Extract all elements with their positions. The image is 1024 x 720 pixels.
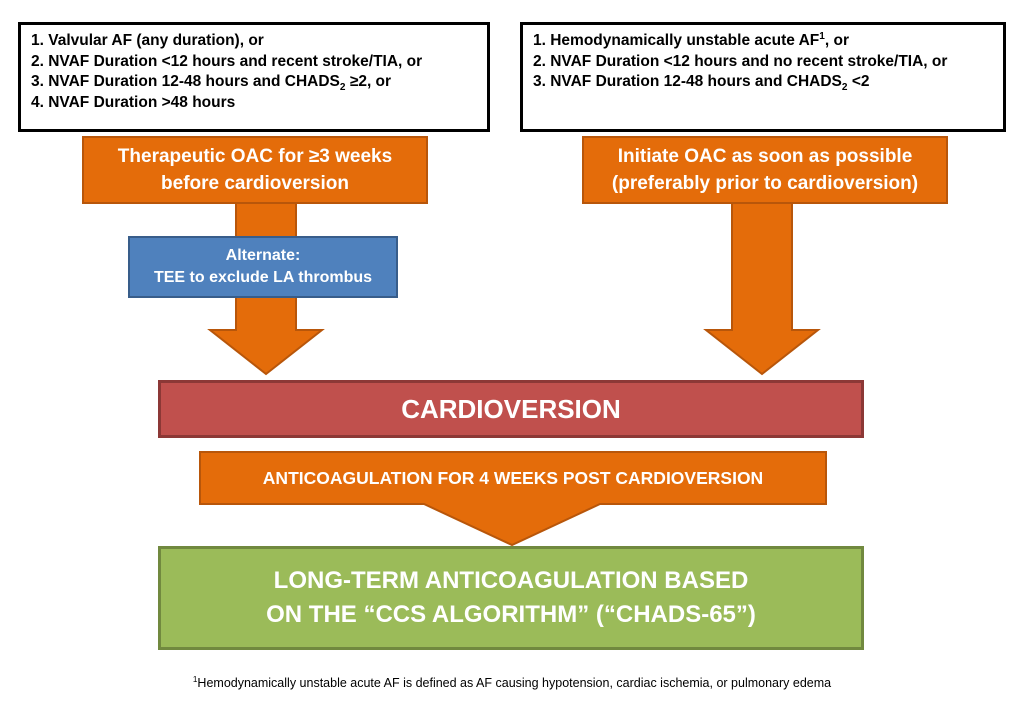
left-criteria-line-3: 3. NVAF Duration 12-48 hours and CHADS2 … <box>31 72 477 93</box>
left-criteria-line-1: 1. Valvular AF (any duration), or <box>31 32 264 49</box>
right-criteria-line-1: 1. Hemodynamically unstable acute AF1, o… <box>533 31 993 52</box>
footnote-text: Hemodynamically unstable acute AF is def… <box>197 676 832 690</box>
post-anticoag-label-area: ANTICOAGULATION FOR 4 WEEKS POST CARDIOV… <box>200 452 826 504</box>
left-chads-subscript: 2 <box>339 82 346 94</box>
left-criteria-line-3-end: ≥2, or <box>345 73 392 90</box>
alternate-line-2: TEE to exclude LA thrombus <box>153 269 373 286</box>
right-criteria-box: 1. Hemodynamically unstable acute AF1, o… <box>520 22 1006 132</box>
footnote: 1Hemodynamically unstable acute AF is de… <box>0 674 1024 690</box>
right-footnote-marker: 1 <box>819 30 825 42</box>
right-criteria-line-1-end: , or <box>824 32 849 49</box>
right-criteria-line-3-text: 3. NVAF Duration 12-48 hours and CHADS <box>533 73 842 90</box>
right-chads-subscript: 2 <box>841 82 848 94</box>
right-criteria-line-3-end: <2 <box>847 73 870 90</box>
left-action-line-2: before cardioversion <box>161 173 349 194</box>
left-criteria-line-3-text: 3. NVAF Duration 12-48 hours and CHADS <box>31 73 340 90</box>
left-action-box: Therapeutic OAC for ≥3 weeks before card… <box>82 136 428 204</box>
right-action-line-1: Initiate OAC as soon as possible <box>617 146 913 167</box>
right-action-box: Initiate OAC as soon as possible (prefer… <box>582 136 948 204</box>
post-anticoag-label: ANTICOAGULATION FOR 4 WEEKS POST CARDIOV… <box>262 467 764 488</box>
left-criteria-line-2: 2. NVAF Duration <12 hours and recent st… <box>31 52 423 70</box>
cardioversion-label: CARDIOVERSION <box>401 393 621 424</box>
left-criteria-box: 1. Valvular AF (any duration), or 2. NVA… <box>18 22 490 132</box>
cardioversion-box: CARDIOVERSION <box>158 380 864 438</box>
long-term-line-2: ON THE “CCS ALGORITHM” (“CHADS-65”) <box>266 601 756 628</box>
right-action-line-2: (preferably prior to cardioversion) <box>611 173 919 194</box>
right-criteria-line-3: 3. NVAF Duration 12-48 hours and CHADS2 … <box>533 72 993 93</box>
left-criteria-line-4: 4. NVAF Duration >48 hours <box>31 93 236 111</box>
right-flow-arrow <box>703 191 821 376</box>
alternate-box: Alternate: TEE to exclude LA thrombus <box>128 236 398 298</box>
footnote-marker: 1 <box>192 674 198 684</box>
left-action-line-1: Therapeutic OAC for ≥3 weeks <box>117 146 393 167</box>
right-criteria-line-2: 2. NVAF Duration <12 hours and no recent… <box>533 52 948 70</box>
long-term-box: LONG-TERM ANTICOAGULATION BASED ON THE “… <box>158 546 864 650</box>
right-criteria-line-1-text: 1. Hemodynamically unstable acute AF <box>533 32 820 49</box>
alternate-line-1: Alternate: <box>225 247 301 264</box>
long-term-line-1: LONG-TERM ANTICOAGULATION BASED <box>273 567 749 594</box>
bottom-flow-arrow <box>199 451 827 547</box>
